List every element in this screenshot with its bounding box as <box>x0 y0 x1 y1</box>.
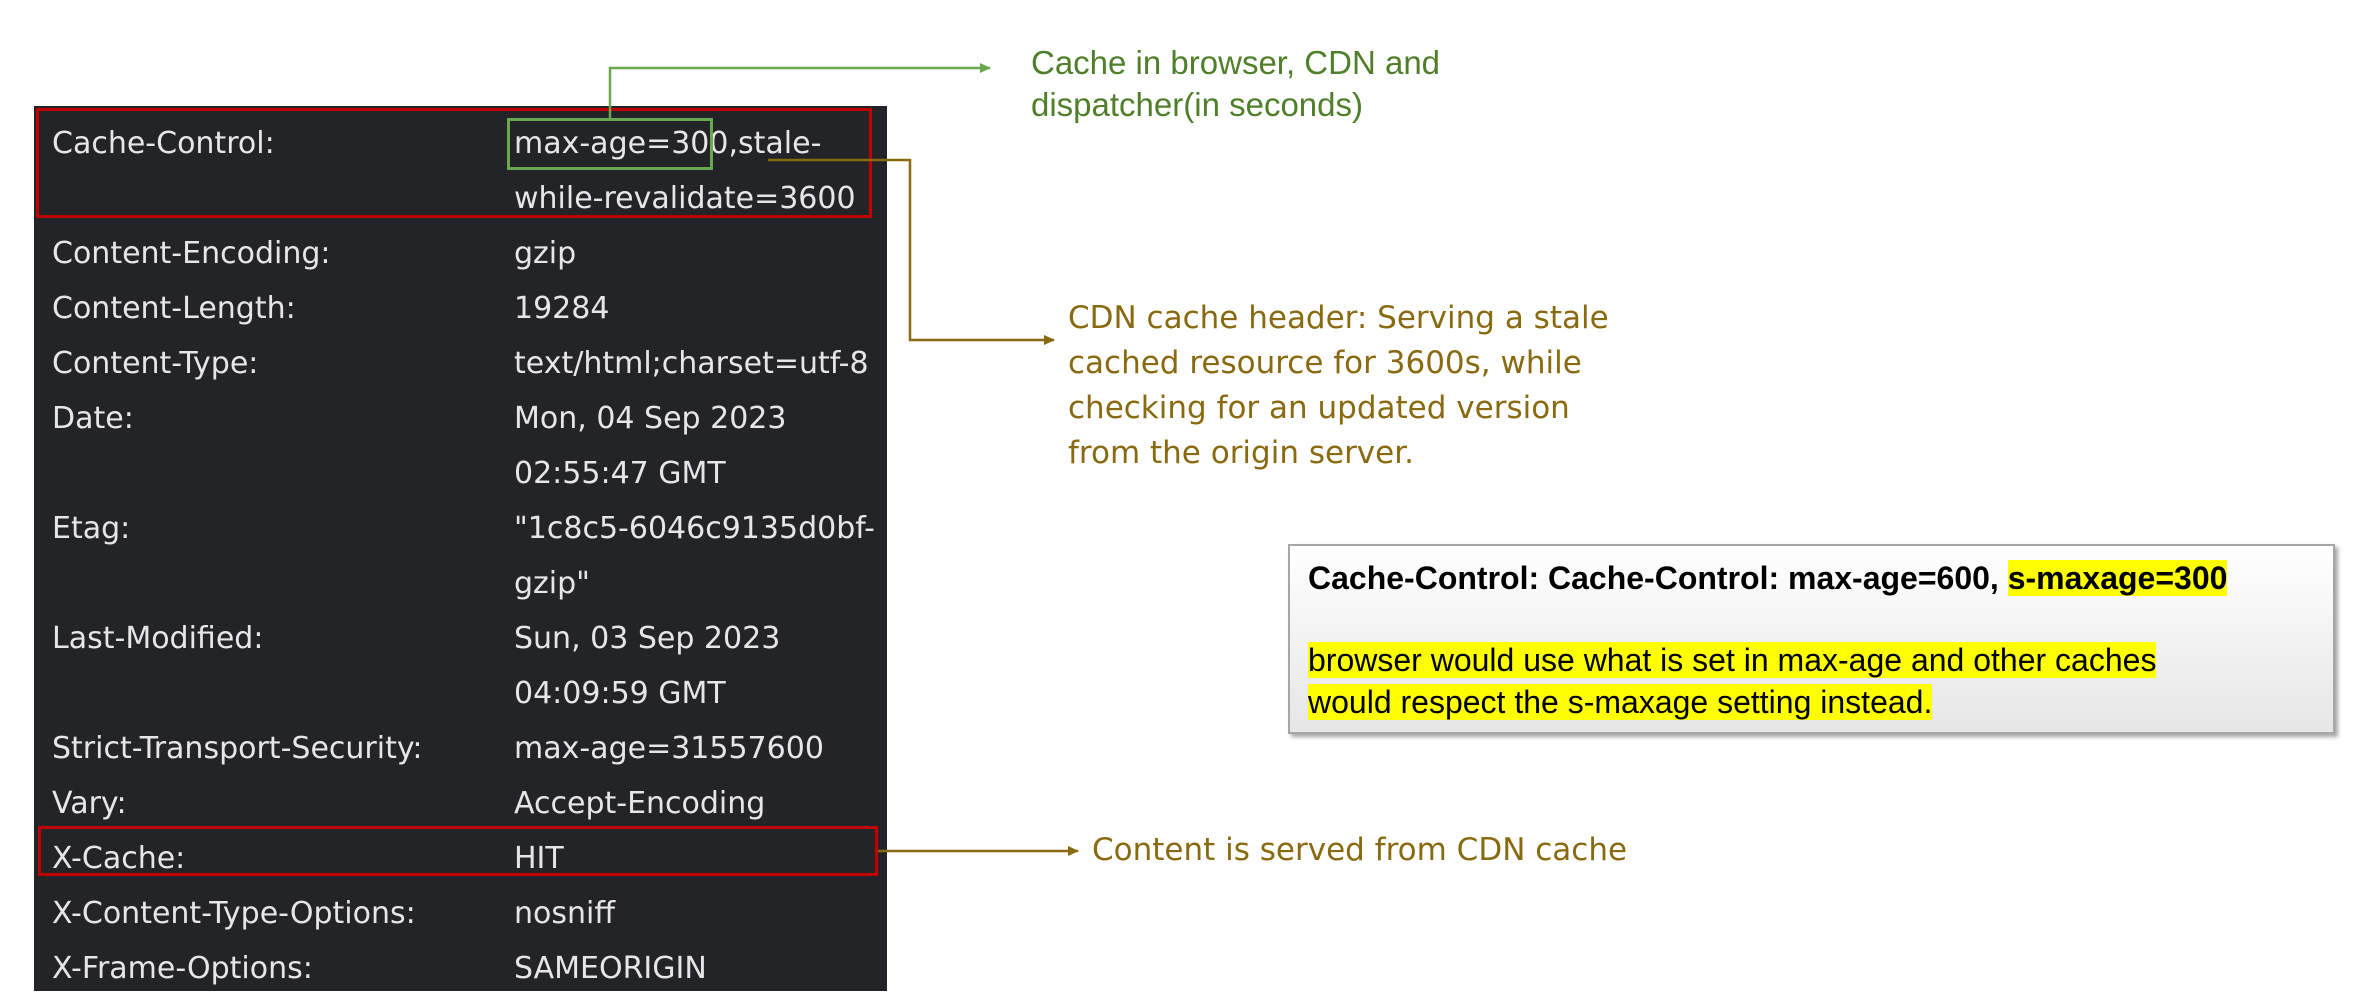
header-value: Sun, 03 Sep 2023 04:09:59 GMT <box>514 611 780 721</box>
header-value: max-age=31557600 <box>514 731 824 766</box>
header-value-line: "1c8c5-6046c9135d0bf- <box>514 511 875 546</box>
header-key: Last-Modified: <box>52 621 264 656</box>
s-maxage-info-box: Cache-Control: Cache-Control: max-age=60… <box>1288 544 2335 734</box>
stale-annotation: CDN cache header: Serving a stale cached… <box>1068 296 1609 476</box>
header-value-line: Sun, 03 Sep 2023 <box>514 621 781 656</box>
header-value-line: max-age=300,stale- <box>514 116 856 171</box>
header-value: Accept-Encoding <box>514 786 766 821</box>
browser-cdn-annotation: Cache in browser, CDN and dispatcher(in … <box>1031 42 1440 126</box>
cache-control-max-age: max-age=300 <box>514 126 729 161</box>
max-age-highlight-box <box>507 118 713 170</box>
annotation-line: dispatcher(in seconds) <box>1031 86 1363 123</box>
header-value: gzip <box>514 236 577 271</box>
header-key: Etag: <box>52 511 131 546</box>
header-key: Vary: <box>52 786 127 821</box>
header-value-line: 04:09:59 GMT <box>514 676 726 711</box>
info-title-plain: Cache-Control: Cache-Control: max-age=60… <box>1308 560 2008 596</box>
info-title-highlight: s-maxage=300 <box>2007 560 2228 596</box>
header-value: 19284 <box>514 291 610 326</box>
header-value: nosniff <box>514 896 616 931</box>
header-key: Date: <box>52 401 134 436</box>
annotation-line: Content is served from CDN cache <box>1092 832 1628 868</box>
cache-control-highlight-box <box>36 108 872 218</box>
annotation-line: cached resource for 3600s, while <box>1068 345 1582 381</box>
x-cache-annotation: Content is served from CDN cache <box>1092 828 1627 873</box>
annotation-line: CDN cache header: Serving a stale <box>1068 300 1609 336</box>
info-body-line: would respect the s-maxage setting inste… <box>1308 684 1933 720</box>
header-key: Content-Length: <box>52 291 296 326</box>
header-key: X-Content-Type-Options: <box>52 896 416 931</box>
header-value: Mon, 04 Sep 2023 02:55:47 GMT <box>514 391 786 501</box>
header-key: Strict-Transport-Security: <box>52 731 423 766</box>
header-value: "1c8c5-6046c9135d0bf- gzip" <box>514 501 875 611</box>
cache-control-stale: ,stale- <box>728 126 822 161</box>
response-headers-panel: Cache-Control: max-age=300,stale- while-… <box>34 106 887 991</box>
info-box-body: browser would use what is set in max-age… <box>1308 639 2157 723</box>
header-value-line: Mon, 04 Sep 2023 <box>514 401 787 436</box>
x-cache-highlight-box <box>38 826 878 876</box>
header-key: Content-Type: <box>52 346 259 381</box>
header-key: X-Cache: <box>52 841 186 876</box>
header-key: Content-Encoding: <box>52 236 331 271</box>
header-value-line: gzip" <box>514 566 590 601</box>
header-key: X-Frame-Options: <box>52 951 313 986</box>
annotation-line: Cache in browser, CDN and <box>1031 44 1441 81</box>
header-value-line: 02:55:47 GMT <box>514 456 726 491</box>
header-value: HIT <box>514 841 564 876</box>
annotation-line: checking for an updated version <box>1068 390 1570 426</box>
header-value: SAMEORIGIN <box>514 951 707 986</box>
annotation-line: from the origin server. <box>1068 435 1414 471</box>
header-key: Cache-Control: <box>52 126 275 161</box>
header-value: text/html;charset=utf-8 <box>514 346 869 381</box>
info-box-title: Cache-Control: Cache-Control: max-age=60… <box>1308 560 2228 597</box>
info-body-line: browser would use what is set in max-age… <box>1308 642 2157 678</box>
